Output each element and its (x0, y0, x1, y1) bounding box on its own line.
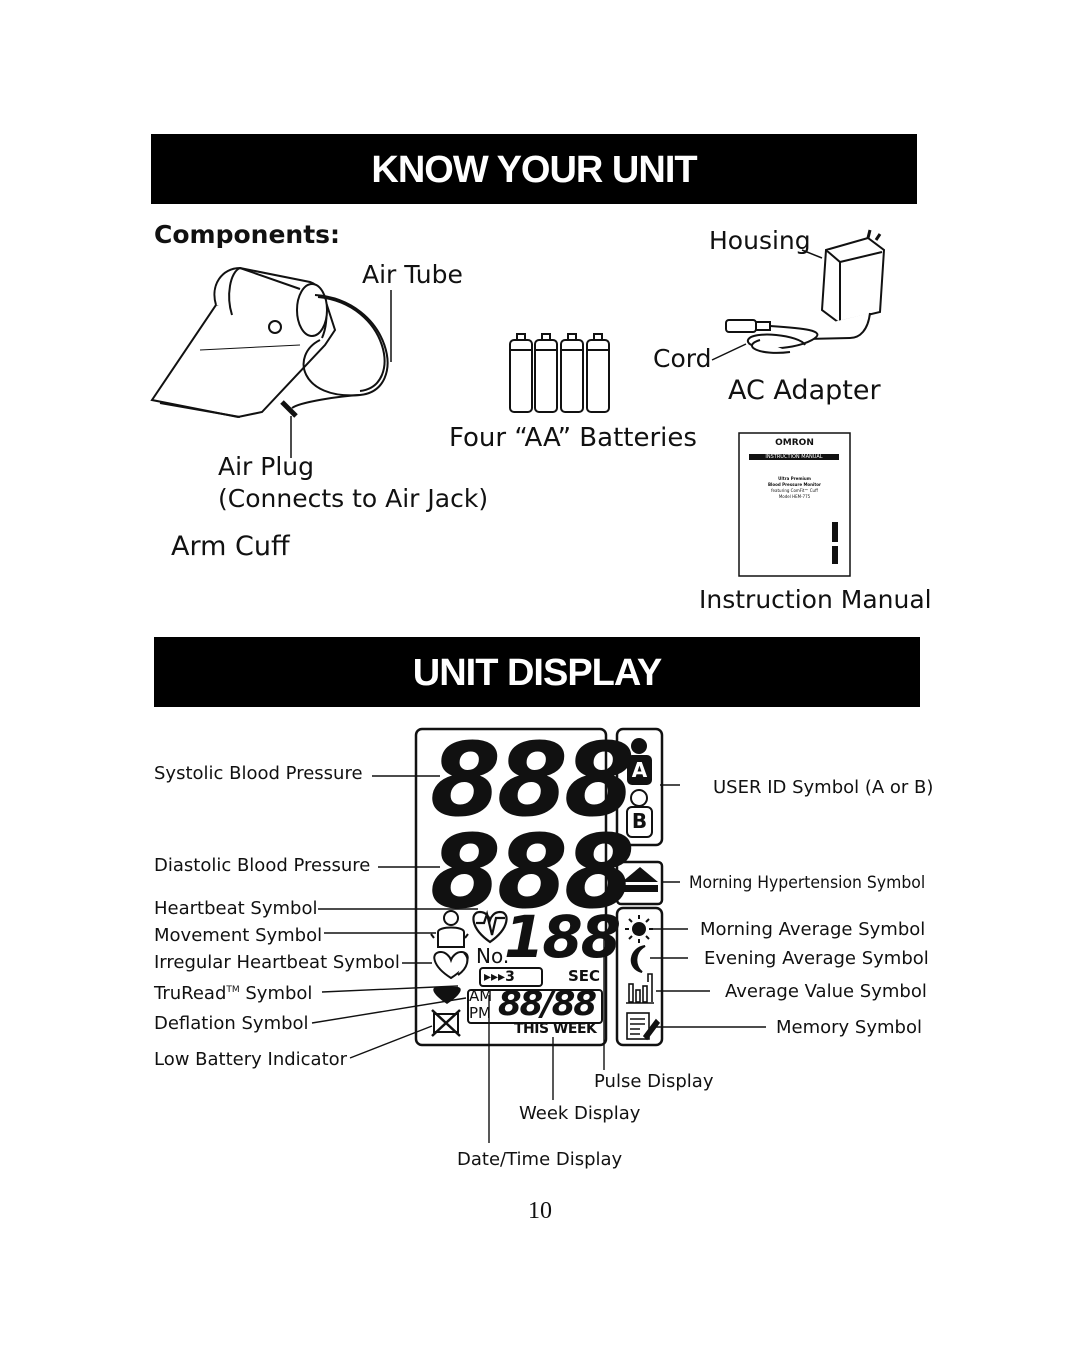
sun-icon (625, 915, 653, 943)
air-plug-note: (Connects to Air Jack) (218, 484, 489, 513)
know-your-unit-title: KNOW YOUR UNIT (371, 149, 697, 191)
unit-display-banner: UNIT DISPLAY (154, 637, 920, 707)
movement-label: Movement Symbol (154, 925, 323, 946)
manual-band: INSTRUCTION MANUAL (765, 454, 823, 460)
unit-display-title: UNIT DISPLAY (412, 652, 662, 694)
housing-label: Housing (709, 226, 811, 255)
truread-arrows: ▸▸▸3 (484, 969, 515, 985)
morning-hypertension-label: Morning Hypertension Symbol (689, 873, 926, 893)
air-tube-label: Air Tube (362, 260, 463, 289)
averages-panel (615, 906, 664, 1047)
heartbeat-label: Heartbeat Symbol (154, 898, 318, 919)
batteries-image (509, 333, 610, 413)
diastolic-digits: 888 (430, 813, 635, 932)
manual-line3: featuring ComFit™ Cuff (771, 488, 818, 493)
truread-tm: TM (226, 985, 240, 995)
leader-lines (311, 775, 766, 1143)
diastolic-label: Diastolic Blood Pressure (154, 855, 371, 876)
moon-icon (630, 945, 646, 973)
pulse-display-label: Pulse Display (594, 1071, 714, 1092)
page-number: 10 (528, 1198, 552, 1224)
lcd-no: No. (476, 944, 510, 968)
pulse-digits: 188 (504, 903, 621, 971)
truread-arrows-box (479, 967, 543, 987)
truread-text: TruRead (154, 983, 227, 1004)
lcd-sec: SEC (568, 967, 601, 985)
memory-icon (626, 1012, 661, 1041)
know-your-unit-banner: KNOW YOUR UNIT (151, 134, 917, 204)
manual-model: Model HEM-775 (778, 494, 811, 499)
manual-line1: Ultra Premium (778, 476, 811, 481)
truread-icon (433, 987, 461, 1004)
date-time-display-label: Date/Time Display (457, 1149, 623, 1170)
cord-label: Cord (653, 344, 712, 373)
deflation-icon (431, 1009, 461, 1037)
air-plug-label: Air Plug (218, 452, 315, 481)
week-display-label: Week Display (519, 1103, 641, 1124)
lcd-am: AM (469, 987, 493, 1005)
instruction-manual-image (738, 432, 851, 577)
ac-adapter-label: AC Adapter (728, 375, 881, 406)
user-b-letter: B (631, 809, 648, 833)
user-a-letter: A (631, 758, 648, 782)
instruction-manual-label: Instruction Manual (699, 585, 932, 614)
this-week: THIS WEEK (514, 1021, 597, 1037)
lcd-pm: PM (469, 1004, 491, 1022)
user-b-icon (626, 789, 653, 838)
heartbeat-icon (472, 909, 508, 944)
truread-label: TruReadTM Symbol (154, 983, 312, 1004)
evening-average-label: Evening Average Symbol (704, 948, 929, 969)
systolic-digits: 888 (430, 721, 635, 840)
hypertension-panel (615, 860, 664, 906)
truread-suffix: Symbol (239, 983, 313, 1004)
deflation-label: Deflation Symbol (154, 1013, 309, 1034)
arm-cuff-label: Arm Cuff (171, 531, 290, 562)
memory-label: Memory Symbol (776, 1017, 922, 1038)
movement-icon (430, 910, 469, 948)
arm-cuff-image (150, 266, 392, 458)
date-digits: 88/88 (498, 984, 597, 1024)
irregular-heartbeat-icon (433, 950, 469, 980)
irregular-label: Irregular Heartbeat Symbol (154, 952, 400, 973)
user-id-label: USER ID Symbol (A or B) (713, 777, 934, 798)
systolic-label: Systolic Blood Pressure (154, 763, 363, 784)
manual-brand: OMRON (775, 438, 814, 448)
average-value-label: Average Value Symbol (725, 981, 927, 1002)
ac-adapter-image (711, 229, 886, 361)
morning-hypertension-icon (622, 867, 658, 892)
date-time-box (467, 989, 603, 1024)
morning-average-label: Morning Average Symbol (700, 919, 926, 940)
manual-line2: Blood Pressure Monitor (767, 482, 822, 487)
batteries-label: Four “AA” Batteries (449, 423, 697, 453)
components-heading: Components: (154, 220, 341, 249)
low-battery-label: Low Battery Indicator (154, 1049, 348, 1070)
average-value-icon (626, 973, 654, 1004)
user-a-icon (627, 738, 652, 785)
